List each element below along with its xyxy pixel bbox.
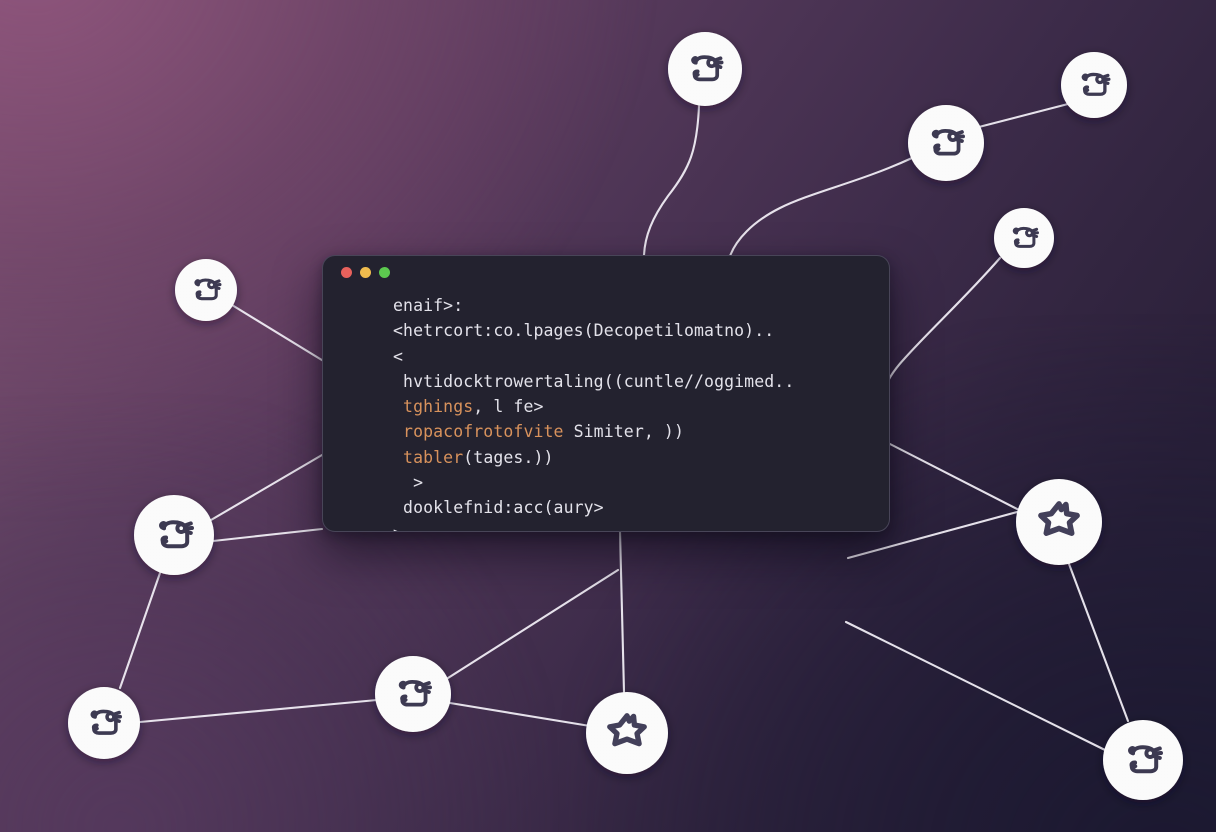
terminal-titlebar[interactable] (323, 256, 889, 288)
node-circle[interactable] (586, 692, 668, 774)
node-cat-bottom-mid[interactable] (375, 656, 451, 732)
graph-edge (446, 568, 620, 680)
node-cat-top-right-a[interactable] (908, 105, 984, 181)
node-circle[interactable] (175, 259, 237, 321)
graph-edge (846, 510, 1019, 560)
star-icon (607, 713, 647, 747)
graph-edge (844, 620, 1107, 752)
graph-edge (448, 701, 592, 728)
node-circle[interactable] (1061, 52, 1127, 118)
graph-edge (888, 442, 1021, 512)
node-cat-top-right-b[interactable] (1061, 52, 1127, 118)
graph-edge (642, 104, 701, 257)
graph-edge (209, 453, 324, 522)
code-line: enaif>: (393, 293, 873, 318)
graph-edge (211, 527, 324, 543)
cat-face-icon (90, 709, 123, 735)
code-token: dooklefnid:acc(aury> (393, 498, 604, 518)
code-line: dooklefnid:acc(aury> (393, 495, 873, 520)
cat-face-icon (194, 278, 222, 301)
node-circle[interactable] (994, 208, 1054, 268)
node-circle[interactable] (375, 656, 451, 732)
minimize-button[interactable] (360, 266, 371, 278)
terminal-code-area[interactable]: enaif>: <hetrcort:co.lpages(Decopetilomat… (323, 288, 889, 531)
code-line: ropacofrotofvite Simiter, )) (393, 419, 873, 444)
cat-face-icon (691, 55, 724, 82)
code-token: hvtidocktrowertaling((cuntle//oggimed.. (393, 371, 795, 391)
node-cat-left-upper[interactable] (175, 259, 237, 321)
star-icon (1038, 501, 1080, 536)
node-cat-bottom-left[interactable] (68, 687, 140, 759)
code-line: tabler(tages.)) (393, 445, 873, 470)
cat-face-icon (398, 679, 433, 707)
code-token-accent: tghings (393, 397, 474, 417)
graph-node-layer (68, 32, 1183, 800)
graph-edge (973, 102, 1070, 130)
node-cat-top-center[interactable] (668, 32, 742, 106)
cat-face-icon (1128, 745, 1163, 774)
code-line: < (393, 344, 873, 369)
node-circle[interactable] (1103, 720, 1183, 800)
terminal-window[interactable]: enaif>: <hetrcort:co.lpages(Decopetilomat… (322, 255, 890, 532)
close-button[interactable] (341, 266, 352, 278)
code-token: enaif>: (393, 296, 464, 315)
code-token-accent: ropacofrotofvite (393, 422, 564, 442)
code-line: > (393, 470, 873, 495)
cat-face-icon (1081, 72, 1111, 96)
code-token: (tages.)) (463, 447, 554, 467)
graph-edge (138, 698, 379, 724)
code-token: <hetrcort:co.lpages(Decopetilomatno).. (393, 321, 775, 341)
node-circle[interactable] (908, 105, 984, 181)
cat-face-icon (159, 520, 194, 549)
code-token-accent: tabler (393, 447, 464, 467)
code-token: Simiter, )) (563, 422, 684, 442)
node-cat-bottom-right[interactable] (1103, 720, 1183, 800)
node-star-right[interactable] (1016, 479, 1102, 565)
graph-edge (728, 156, 914, 258)
graph-edge (618, 529, 626, 694)
cat-face-icon (931, 128, 966, 156)
code-token: > (393, 473, 424, 493)
code-line: hvtidocktrowertaling((cuntle//oggimed.. (393, 369, 873, 394)
graph-edge (118, 571, 162, 690)
node-circle[interactable] (1016, 479, 1102, 565)
node-cat-right-upper[interactable] (994, 208, 1054, 268)
node-circle[interactable] (134, 495, 214, 575)
node-star-bottom-mid[interactable] (586, 692, 668, 774)
code-token: , l fe> (473, 397, 544, 417)
node-cat-left-mid[interactable] (134, 495, 214, 575)
code-line: <hetrcort:co.lpages(Decopetilomatno).. (393, 318, 873, 343)
code-line: tghings, l fe> (393, 394, 873, 419)
code-line: > (393, 521, 873, 531)
maximize-button[interactable] (379, 266, 390, 278)
graph-edge (230, 303, 332, 367)
graph-edge (1067, 562, 1130, 723)
code-token: > (393, 524, 403, 531)
graph-edge-layer (118, 102, 1130, 752)
cat-face-icon (1012, 226, 1039, 248)
graph-edge (884, 256, 1002, 388)
node-circle[interactable] (68, 687, 140, 759)
code-token: < (393, 346, 404, 366)
node-circle[interactable] (668, 32, 742, 106)
